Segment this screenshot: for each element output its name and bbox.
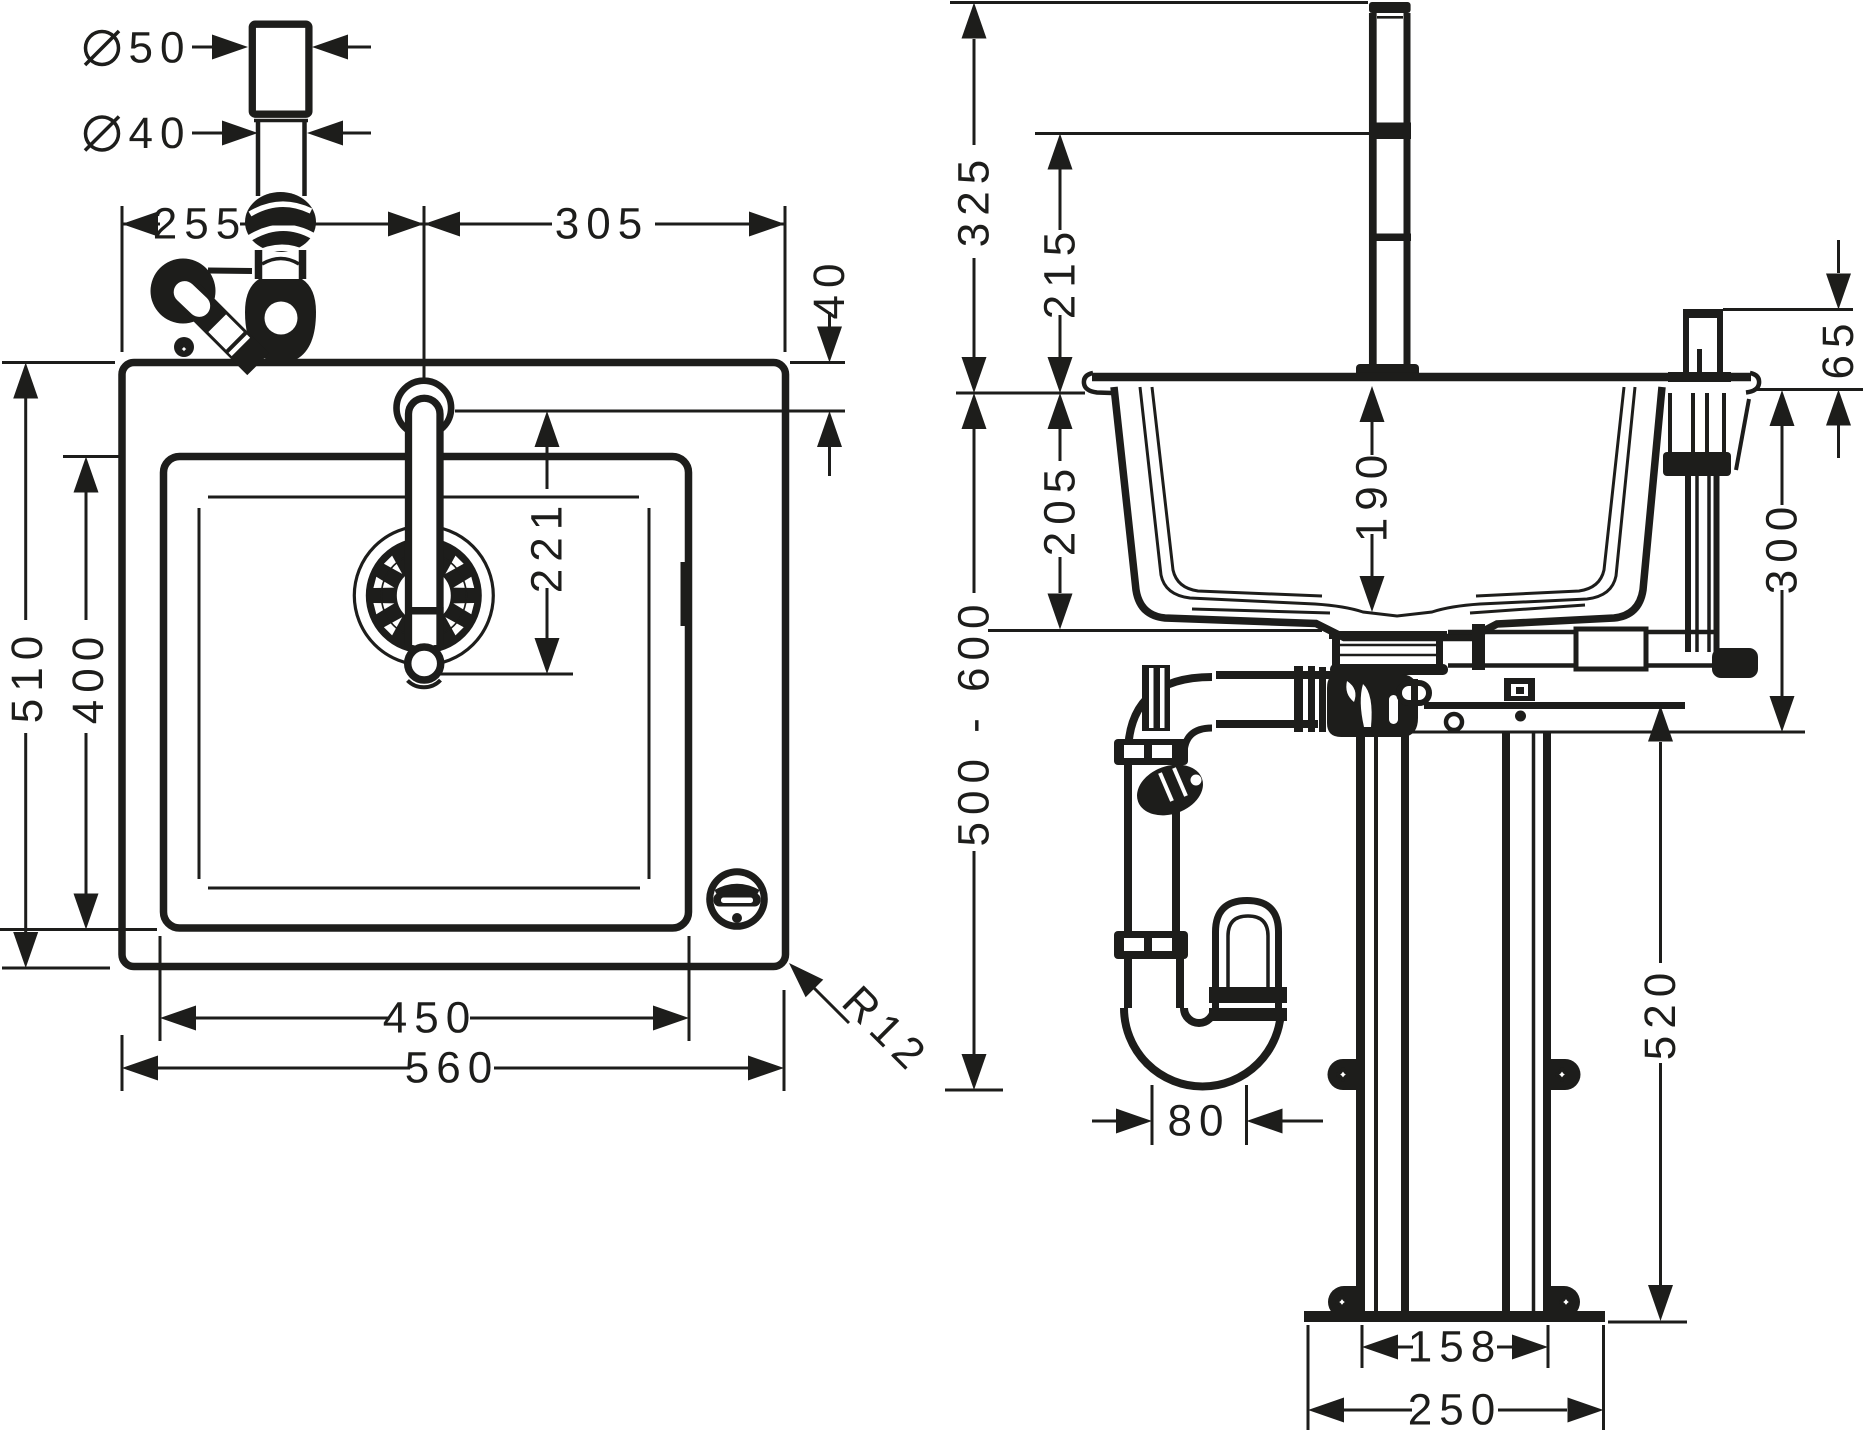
- svg-text:400: 400: [64, 630, 113, 724]
- svg-text:40: 40: [805, 257, 854, 320]
- svg-text:65: 65: [1814, 317, 1863, 380]
- svg-text:510: 510: [3, 629, 52, 723]
- svg-text:221: 221: [523, 499, 572, 593]
- svg-text:520: 520: [1636, 966, 1685, 1060]
- svg-text:450: 450: [383, 994, 477, 1043]
- svg-text:215: 215: [1036, 225, 1085, 319]
- svg-text:40: 40: [129, 109, 192, 158]
- svg-text:205: 205: [1036, 462, 1085, 556]
- svg-text:190: 190: [1348, 448, 1397, 542]
- svg-text:305: 305: [555, 200, 649, 249]
- svg-text:158: 158: [1408, 1323, 1502, 1372]
- svg-text:50: 50: [129, 24, 192, 73]
- svg-text:500 - 600: 500 - 600: [950, 598, 999, 847]
- svg-text:80: 80: [1168, 1097, 1231, 1146]
- svg-text:560: 560: [405, 1044, 499, 1093]
- svg-text:250: 250: [1408, 1386, 1502, 1435]
- svg-text:325: 325: [950, 153, 999, 247]
- svg-text:255: 255: [153, 200, 247, 249]
- svg-text:300: 300: [1758, 500, 1807, 594]
